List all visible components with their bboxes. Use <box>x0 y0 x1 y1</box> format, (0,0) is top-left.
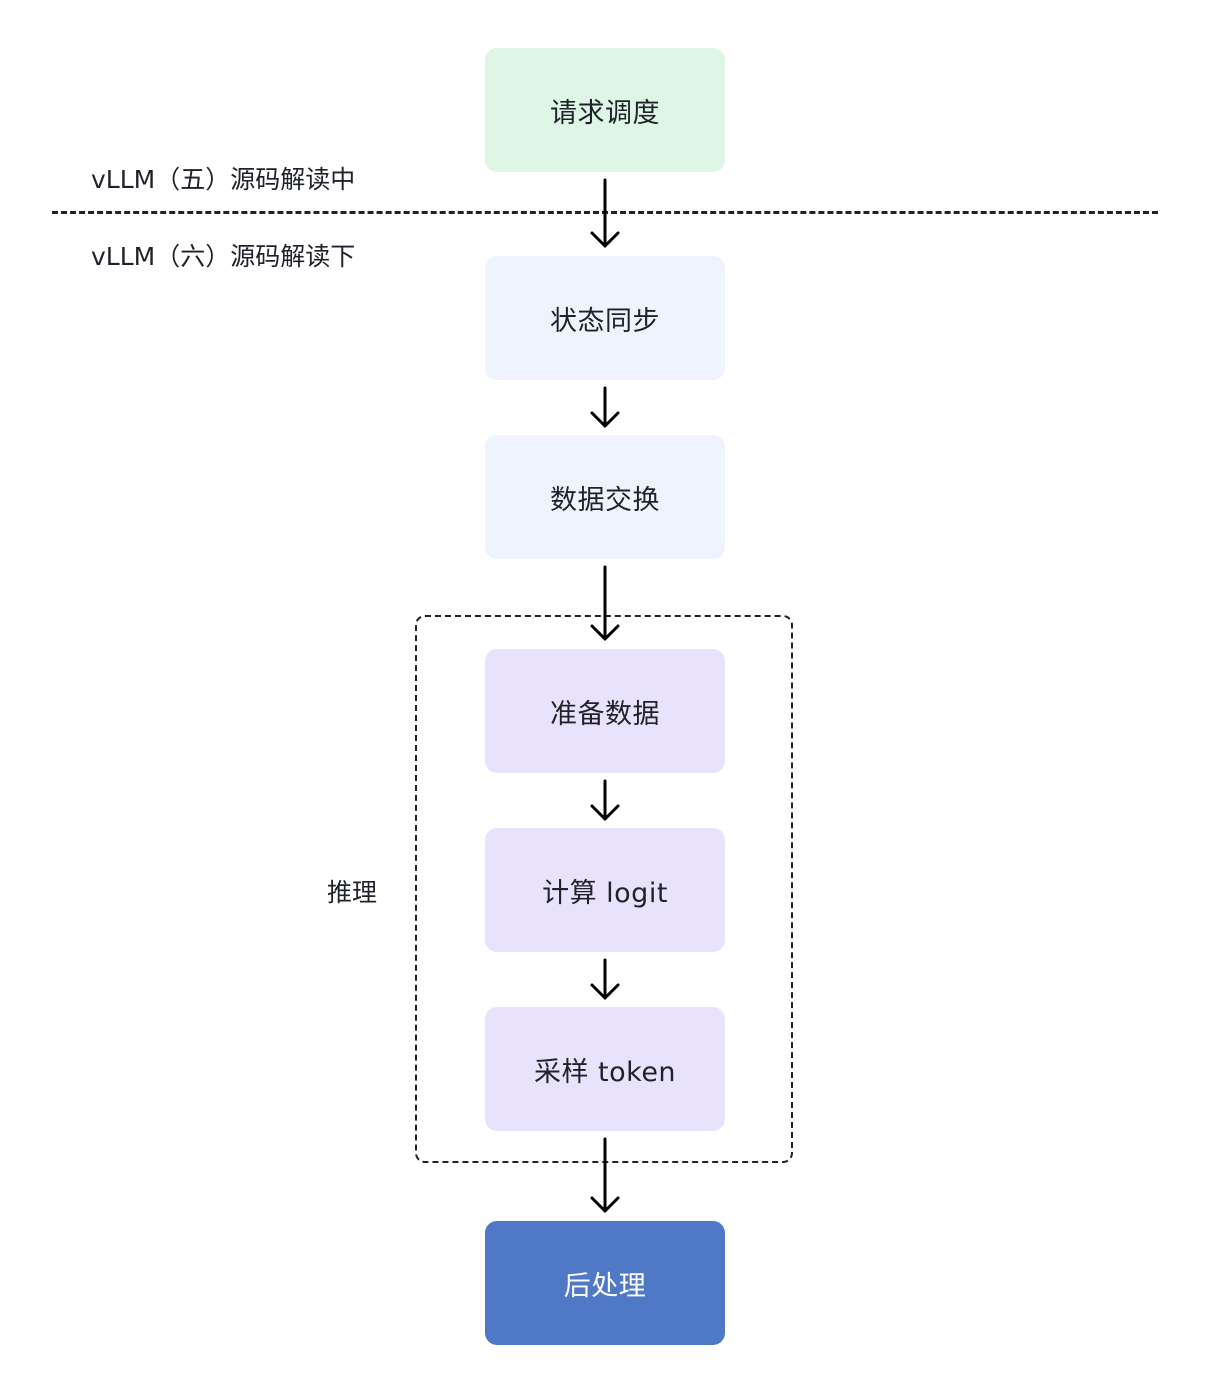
step-prepare-data: 准备数据 <box>485 649 725 773</box>
arrow-sync-to-exchange <box>590 386 620 428</box>
arrow-exchange-to-prepare <box>590 565 620 641</box>
step-post-processing: 后处理 <box>485 1221 725 1345</box>
step-request-scheduling: 请求调度 <box>485 48 725 172</box>
divider-label-below: vLLM（六）源码解读下 <box>91 242 356 271</box>
step-compute-logit: 计算 logit <box>485 828 725 952</box>
arrow-sample-to-post <box>590 1137 620 1213</box>
arrow-scheduling-to-sync <box>590 178 620 248</box>
divider-label-above: vLLM（五）源码解读中 <box>91 165 356 194</box>
inference-group-label: 推理 <box>327 878 378 907</box>
step-sample-token: 采样 token <box>485 1007 725 1131</box>
arrow-logit-to-sample <box>590 958 620 1000</box>
step-data-exchange: 数据交换 <box>485 435 725 559</box>
step-state-sync: 状态同步 <box>485 256 725 380</box>
arrow-prepare-to-logit <box>590 779 620 821</box>
